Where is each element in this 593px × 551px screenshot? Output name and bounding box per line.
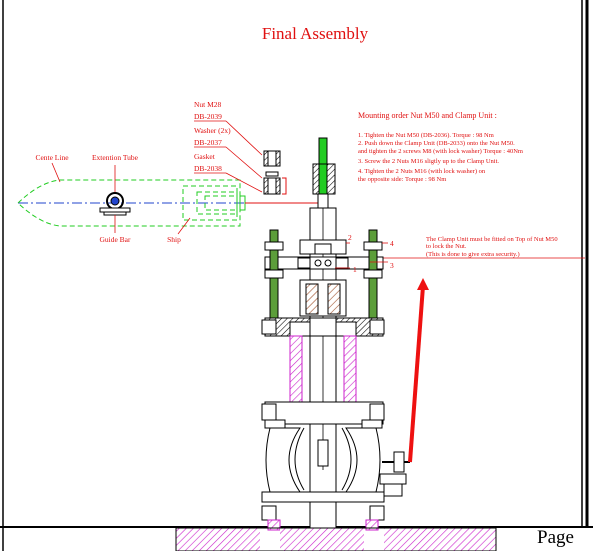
clamp-note-line-2: to lock the Nut. bbox=[426, 243, 467, 250]
left-leader-lines bbox=[51, 162, 191, 235]
page-label: Page bbox=[537, 527, 574, 548]
mounting-step-4: 4. Tighten the 2 Nuts M16 (with lock was… bbox=[358, 168, 486, 175]
clamp-crossbar bbox=[264, 256, 384, 270]
mounting-step-1: 1. Tighten the Nut M50 (DB-2036). Torque… bbox=[358, 132, 494, 139]
drawing-title: Final Assembly bbox=[262, 24, 369, 43]
mounting-step-2: 2. Push down the Clamp Unit (DB-2033) on… bbox=[358, 140, 515, 147]
callout-1: 1 bbox=[353, 265, 357, 274]
callout-3: 3 bbox=[390, 261, 394, 270]
clamp-note-line-1: The Clamp Unit must be fitted on Top of … bbox=[426, 236, 558, 243]
label-guide-bar: Guide Bar bbox=[99, 235, 131, 244]
part-label-nut-m28: Nut M28 bbox=[194, 100, 222, 109]
mounting-instructions: Mounting order Nut M50 and Clamp Unit : … bbox=[358, 111, 523, 183]
part-code-gasket: DB-2038 bbox=[194, 164, 222, 173]
nut-m28-exploded bbox=[263, 150, 287, 195]
clamp-note-line-3: (This is done to give extra security.) bbox=[426, 251, 520, 258]
callout-4: 4 bbox=[390, 239, 394, 248]
label-centre-line: Cente Line bbox=[35, 153, 69, 162]
label-ship: Ship bbox=[167, 235, 181, 244]
callout-2: 2 bbox=[348, 233, 352, 242]
extension-tube bbox=[99, 192, 131, 216]
part-label-gasket: Gasket bbox=[194, 152, 216, 161]
part-code-nut-m28: DB-2039 bbox=[194, 112, 222, 121]
handle-tip bbox=[417, 278, 429, 290]
clamp-note: The Clamp Unit must be fitted on Top of … bbox=[355, 236, 585, 259]
callouts bbox=[335, 242, 388, 269]
ground-section bbox=[175, 527, 497, 551]
valve-assembly bbox=[261, 137, 425, 531]
part-code-washer: DB-2037 bbox=[194, 138, 222, 147]
mounting-heading: Mounting order Nut M50 and Clamp Unit : bbox=[358, 111, 497, 120]
valve-handle bbox=[408, 285, 425, 463]
label-extension-tube: Extention Tube bbox=[92, 153, 139, 162]
part-label-washer: Washer (2x) bbox=[194, 126, 231, 135]
mounting-step-4b: the opposite side: Torque : 98 Nm bbox=[358, 176, 446, 183]
mounting-step-2b: and tighten the 2 screws M8 (with lock w… bbox=[358, 148, 523, 155]
part-labels: Nut M28 DB-2039 Washer (2x) DB-2037 Gask… bbox=[194, 100, 263, 193]
mounting-step-3: 3. Screw the 2 Nuts M16 sligtly up to th… bbox=[358, 158, 499, 165]
